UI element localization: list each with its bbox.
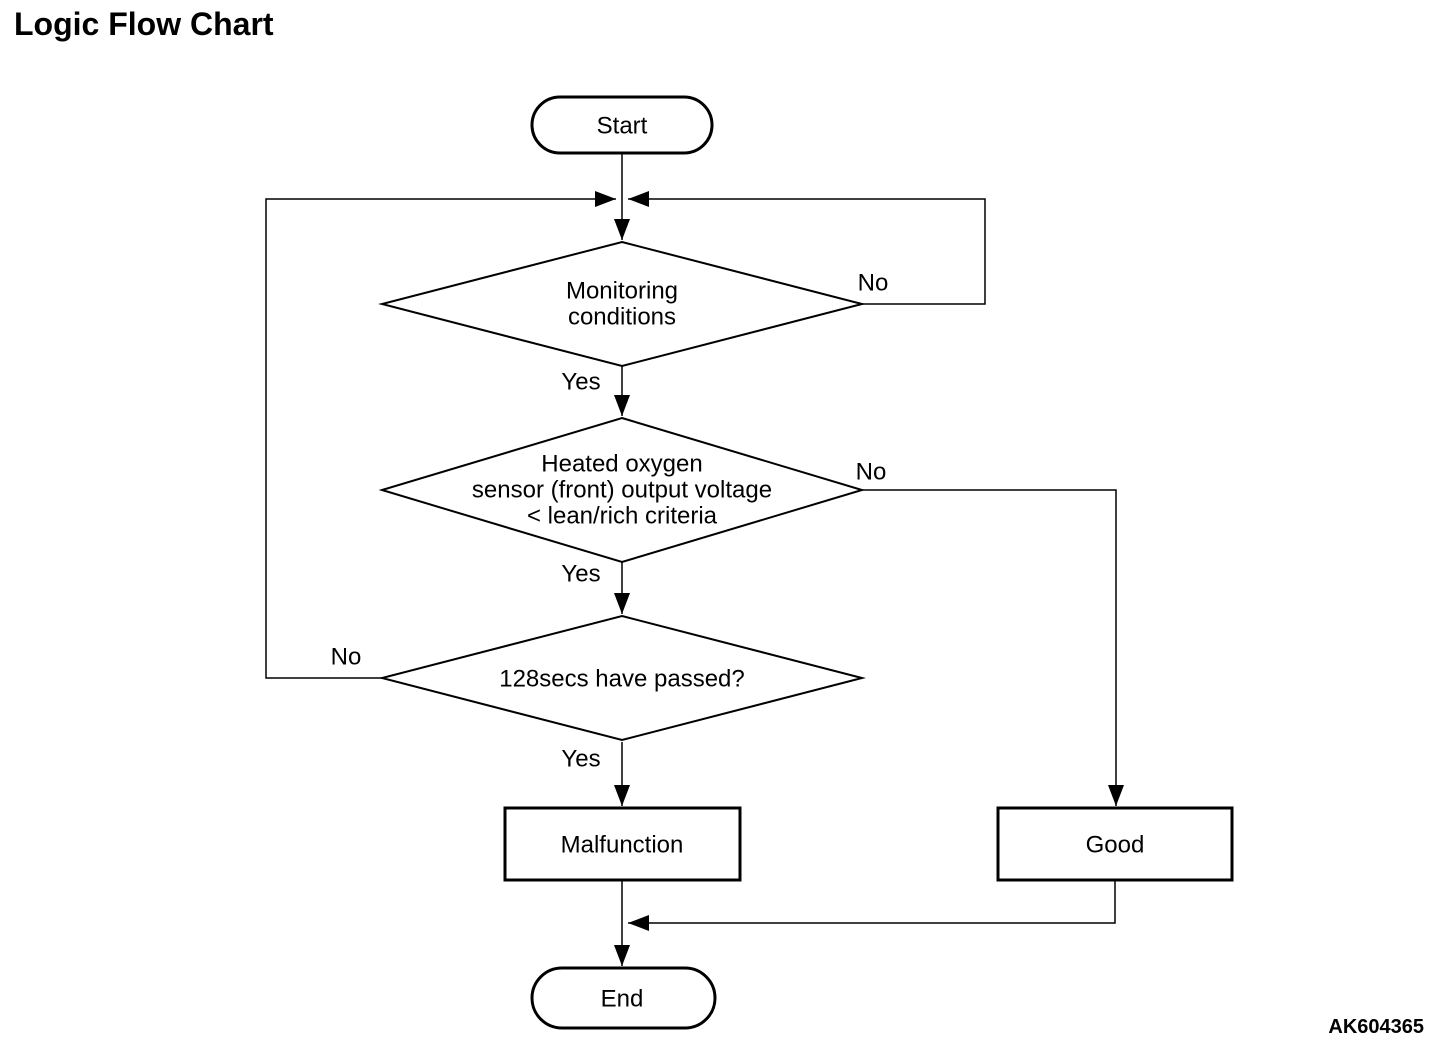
front-o2-sensor-decision bbox=[378, 416, 866, 564]
monitoring-conditions-label-line2: conditions bbox=[568, 304, 676, 331]
edge-monitoring-no-loop bbox=[628, 191, 986, 305]
figure-code: AK604365 bbox=[1328, 1016, 1424, 1038]
timer-no-label: No bbox=[331, 644, 362, 671]
edge-good-to-end-junction bbox=[628, 880, 1116, 931]
timer-128secs-decision bbox=[378, 614, 866, 742]
good-node bbox=[996, 806, 1234, 882]
front-o2-sensor-label-line1: Heated oxygen bbox=[541, 451, 702, 478]
start-label: Start bbox=[597, 113, 648, 140]
good-label: Good bbox=[1086, 832, 1145, 859]
malfunction-node bbox=[503, 806, 742, 882]
start-node bbox=[530, 95, 714, 155]
monitoring-no-label: No bbox=[858, 270, 889, 297]
monitoring-conditions-decision bbox=[378, 240, 866, 368]
page-title: Logic Flow Chart bbox=[14, 6, 274, 42]
timer-yes-label: Yes bbox=[561, 746, 600, 773]
edge-sensor-no-to-good bbox=[863, 489, 1124, 806]
monitoring-yes-label: Yes bbox=[561, 369, 600, 396]
malfunction-label: Malfunction bbox=[561, 832, 684, 859]
sensor-no-label: No bbox=[856, 459, 887, 486]
end-node bbox=[530, 966, 717, 1030]
front-o2-sensor-label-line2: sensor (front) output voltage bbox=[472, 477, 772, 504]
front-o2-sensor-label-line3: < lean/rich criteria bbox=[527, 503, 718, 530]
monitoring-conditions-label-line1: Monitoring bbox=[566, 278, 678, 305]
edge-timer-no-loop bbox=[265, 191, 616, 679]
end-label: End bbox=[601, 986, 644, 1013]
sensor-yes-label: Yes bbox=[561, 561, 600, 588]
timer-128secs-label: 128secs have passed? bbox=[499, 666, 745, 693]
